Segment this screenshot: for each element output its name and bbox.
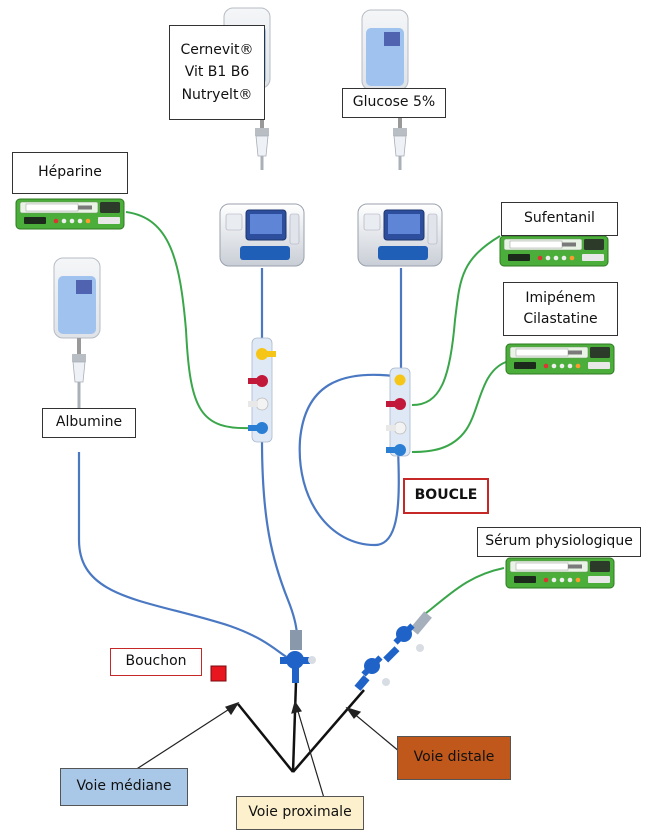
- label-albumine: Albumine: [42, 408, 136, 438]
- label-bouchon: Bouchon: [110, 648, 202, 676]
- label-cernevit-line-2: Vit B1 B6: [184, 64, 250, 81]
- tap-proximal: [280, 630, 316, 683]
- label-cernevit: Cernevit® Vit B1 B6 Nutryelt®: [169, 25, 265, 120]
- label-boucle: BOUCLE: [403, 478, 489, 514]
- bag-albumine: [53, 257, 101, 410]
- label-imipenem-line-1: Imipénem: [525, 290, 596, 306]
- label-sufentanil: Sufentanil: [501, 202, 618, 236]
- label-glucose: Glucose 5%: [342, 88, 446, 118]
- label-imipenem-line-2: Cilastatine: [523, 311, 598, 327]
- label-voie-mediane: Voie médiane: [60, 768, 188, 806]
- manifold-left: [248, 337, 276, 443]
- catheter-lines: [237, 681, 365, 773]
- label-serum: Sérum physiologique: [477, 527, 641, 557]
- label-voie-distale: Voie distale: [397, 736, 511, 780]
- syringe-pump-heparine: [15, 198, 125, 230]
- blue-tubing: [77, 268, 403, 662]
- syringe-pump-serum: [505, 557, 615, 589]
- tap-distal-1: [393, 611, 432, 652]
- tap-distal-2: [354, 646, 400, 691]
- manifold-right: [386, 367, 411, 457]
- green-tubing: [125, 211, 507, 619]
- label-cernevit-line-1: Cernevit®: [180, 41, 254, 58]
- label-voie-proximale: Voie proximale: [236, 796, 364, 830]
- syringe-pump-imipenem: [505, 343, 615, 375]
- syringe-pump-sufentanil: [499, 235, 609, 267]
- bouchon-cap: [210, 665, 227, 682]
- volumetric-pump-1: [219, 203, 305, 267]
- label-imipenem: Imipénem Cilastatine: [503, 282, 618, 336]
- label-cernevit-line-3: Nutryelt®: [181, 86, 253, 103]
- arrow-lines: [131, 700, 401, 799]
- volumetric-pump-2: [357, 203, 443, 267]
- label-heparine: Héparine: [12, 152, 128, 194]
